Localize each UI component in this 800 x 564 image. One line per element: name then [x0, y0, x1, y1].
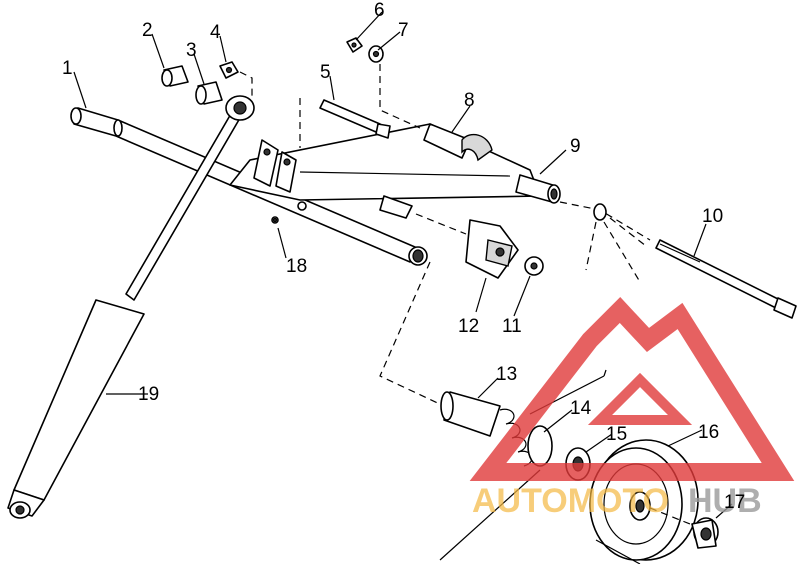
callout-14: 14 [570, 398, 592, 419]
bolt-5 [319, 99, 391, 139]
callout-7: 7 [398, 20, 409, 41]
callout-17: 17 [724, 492, 745, 513]
callout-8: 8 [464, 90, 475, 111]
assembly-line-7 [379, 64, 421, 129]
spring-housing-13 [440, 391, 501, 437]
callout-12: 12 [458, 316, 479, 337]
callout-2: 2 [142, 20, 153, 41]
assembly-line-12 [415, 213, 467, 235]
washer-7 [368, 45, 384, 63]
washer-11 [524, 256, 544, 276]
callout-6: 6 [374, 0, 385, 21]
long-bolt-10 [655, 239, 797, 319]
callout-19: 19 [138, 384, 159, 405]
assembly-line-4 [239, 71, 253, 100]
leader-lines [73, 11, 733, 519]
mount-block-12 [379, 195, 519, 279]
callout-10: 10 [702, 206, 723, 227]
assembly-line-13 [379, 261, 445, 407]
bearing-17 [691, 517, 719, 549]
track-line [439, 469, 541, 561]
track-line-lower [595, 539, 641, 564]
callout-4: 4 [210, 22, 221, 43]
a-arm [229, 123, 561, 204]
shock-absorber [7, 95, 255, 519]
nut-6 [346, 37, 363, 53]
callout-3: 3 [186, 40, 197, 61]
callout-13: 13 [496, 364, 517, 385]
flare-line-c [609, 217, 647, 247]
bushing-2 [161, 65, 189, 87]
flare-line-a [585, 221, 597, 271]
watermark-word-automoto: AUTOMOTO [472, 482, 669, 520]
callout-11: 11 [502, 316, 522, 337]
watermark-logo [469, 297, 795, 481]
nut-4 [219, 61, 239, 79]
washer-9-spacer [593, 203, 607, 221]
callout-labels: 1 2 3 4 5 6 7 8 9 10 11 12 13 14 15 16 1… [62, 0, 745, 513]
callout-1: 1 [62, 58, 73, 79]
flare-line-b [603, 221, 641, 283]
callout-18: 18 [286, 256, 307, 277]
callout-15: 15 [606, 424, 627, 445]
callout-5: 5 [320, 62, 331, 83]
callout-9: 9 [570, 136, 581, 157]
callout-16: 16 [698, 422, 719, 443]
watermark-word-hub: HUB [688, 482, 762, 520]
screw-18 [271, 201, 307, 224]
bushing-3 [195, 81, 223, 105]
